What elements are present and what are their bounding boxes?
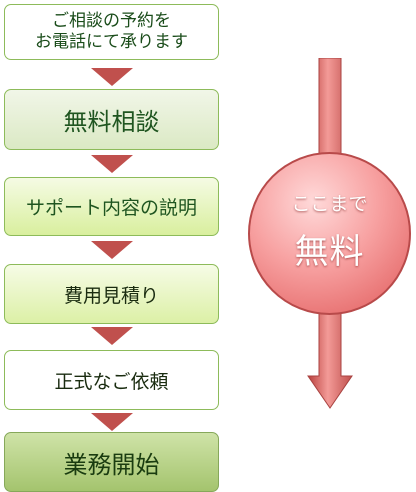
step-free-consultation-label: 無料相談 bbox=[63, 108, 160, 136]
step-support-explanation-label: サポート内容の説明 bbox=[25, 197, 197, 219]
down-chevron-icon bbox=[91, 241, 133, 259]
free-badge-large-text: 無料 bbox=[294, 231, 365, 272]
step-estimate: 費用見積り bbox=[4, 264, 219, 324]
step-formal-request-label: 正式なご依頼 bbox=[54, 370, 169, 393]
step-reservation: ご相談の予約を お電話にて承ります bbox=[4, 4, 219, 60]
step-reservation-line1: ご相談の予約を bbox=[52, 11, 171, 31]
step-reservation-line2: お電話にて承ります bbox=[35, 32, 188, 52]
down-chevron-icon bbox=[91, 327, 133, 345]
free-badge-small-text: ここまで bbox=[291, 192, 368, 215]
step-formal-request: 正式なご依頼 bbox=[4, 350, 219, 410]
free-until-here-badge: ここまで 無料 bbox=[248, 152, 411, 315]
down-chevron-icon bbox=[91, 155, 133, 173]
step-work-start: 業務開始 bbox=[4, 432, 219, 492]
step-support-explanation: サポート内容の説明 bbox=[4, 177, 219, 236]
down-chevron-icon bbox=[91, 413, 133, 431]
down-chevron-icon bbox=[91, 68, 133, 86]
step-work-start-label: 業務開始 bbox=[63, 450, 160, 479]
step-estimate-label: 費用見積り bbox=[63, 284, 159, 307]
step-free-consultation: 無料相談 bbox=[4, 89, 219, 150]
